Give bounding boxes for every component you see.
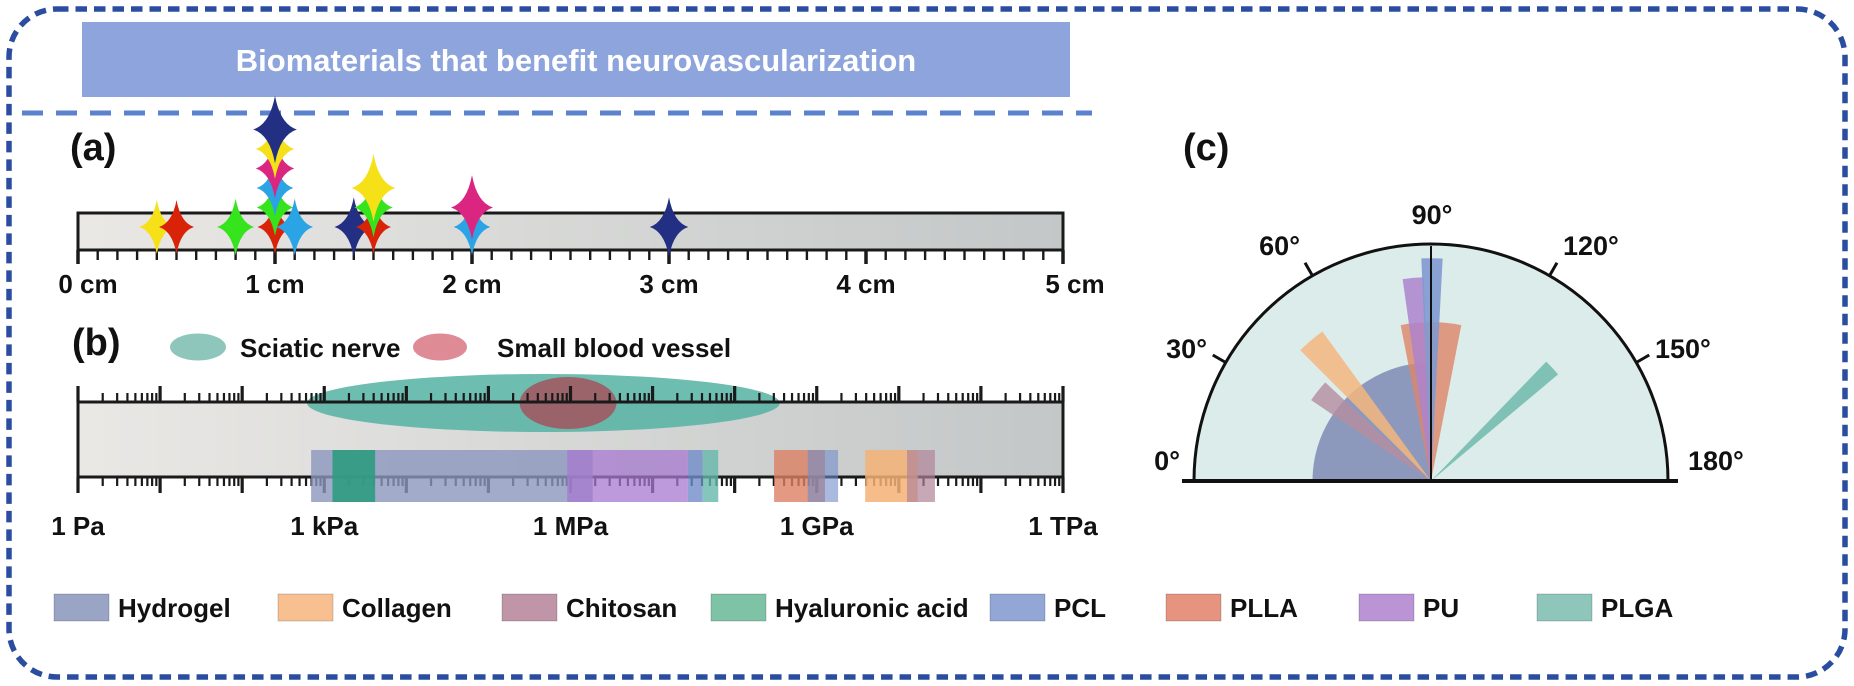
modulus-band-plga xyxy=(702,450,719,502)
dashed-border xyxy=(6,6,1848,680)
title-banner: Biomaterials that benefit neurovasculari… xyxy=(82,22,1070,97)
legend-item-label: PU xyxy=(1423,593,1459,623)
legend-swatch xyxy=(989,593,1046,622)
star-marker-cyan xyxy=(276,198,314,256)
legend-item-label: Chitosan xyxy=(566,593,677,623)
panel-b-modulus-ruler: (b) Sciatic nerve Small blood vessel 1 P… xyxy=(51,322,1098,541)
legend-item-label: Hyaluronic acid xyxy=(775,593,969,623)
legend-item-label: PLGA xyxy=(1601,593,1673,623)
star-marker-yellow xyxy=(351,154,396,222)
star-marker-magenta xyxy=(451,175,493,240)
star-marker-navy xyxy=(649,197,689,257)
polar-angle-label: 60° xyxy=(1259,231,1300,261)
legend-swatch xyxy=(53,593,110,622)
star-marker-navy xyxy=(334,197,374,257)
frame xyxy=(6,6,1848,680)
legend-swatch xyxy=(710,593,767,622)
legend-swatch xyxy=(1536,593,1593,622)
ruler-a-tick-label: 4 cm xyxy=(836,269,895,299)
legend-item-collagen: Collagen xyxy=(277,593,452,623)
ruler-b-tick-label: 1 Pa xyxy=(51,511,105,541)
panel-b-label: (b) xyxy=(72,322,121,364)
ruler-b-tick-label: 1 MPa xyxy=(533,511,609,541)
ruler-b-tick-label: 1 kPa xyxy=(290,511,358,541)
polar-angle-label: 180° xyxy=(1688,446,1744,476)
polar-angle-label: 30° xyxy=(1166,334,1207,364)
rose-wedge-chitosan xyxy=(1311,382,1431,481)
ruler-b-tick-label: 1 TPa xyxy=(1028,511,1098,541)
ruler-a-tick-label: 1 cm xyxy=(245,269,304,299)
panel-c-polar-plot: (c) 0° 30° 60° 90° 120° 150° 180° xyxy=(1154,127,1744,483)
legend-item-hyaluronic-acid: Hyaluronic acid xyxy=(710,593,969,623)
legend-swatch xyxy=(277,593,334,622)
star-marker-green xyxy=(217,198,254,256)
legend-swatch xyxy=(1165,593,1222,622)
legend-item-plga: PLGA xyxy=(1536,593,1673,623)
polar-angle-tick xyxy=(1635,353,1650,364)
legend-item-plla: PLLA xyxy=(1165,593,1298,623)
modulus-band-hyaluronic-acid xyxy=(332,450,376,502)
legend-swatch xyxy=(1358,593,1415,622)
polar-angle-tick xyxy=(1303,262,1314,277)
small-blood-vessel-legend-ellipse xyxy=(413,333,467,361)
polar-angle-tick xyxy=(1212,353,1227,364)
legend-item-label: PLLA xyxy=(1230,593,1298,623)
legend-item-hydrogel: Hydrogel xyxy=(53,593,231,623)
modulus-band-pcl xyxy=(687,450,703,502)
legend-swatch xyxy=(501,593,558,622)
modulus-band-pcl xyxy=(807,450,839,502)
star-marker-yellow xyxy=(139,200,175,254)
star-marker-navy xyxy=(253,95,297,164)
polar-angle-label: 90° xyxy=(1412,200,1453,230)
ruler-a-tick-label: 0 cm xyxy=(58,269,117,299)
panel-a-length-ruler: (a) 0 cm 1 cm 2 cm 3 cm 4 cm 5 cm xyxy=(58,95,1105,299)
panel-c-label: (c) xyxy=(1183,127,1229,169)
ruler-a-tick-label: 5 cm xyxy=(1045,269,1104,299)
polar-angle-label: 120° xyxy=(1563,231,1619,261)
legend-item-pu: PU xyxy=(1358,593,1459,623)
modulus-band-chitosan xyxy=(907,450,935,502)
polar-angle-label: 0° xyxy=(1154,446,1180,476)
modulus-band-pu xyxy=(567,450,688,502)
rose-wedge-hydrogel xyxy=(1312,362,1431,481)
materials-legend: Hydrogel Collagen Chitosan Hyaluronic acid P… xyxy=(53,593,1673,623)
star-marker-red xyxy=(159,200,194,254)
ruler-b-tick-label: 1 GPa xyxy=(780,511,854,541)
panel-a-label: (a) xyxy=(70,127,116,169)
legend-item-chitosan: Chitosan xyxy=(501,593,677,623)
title-banner-rect xyxy=(82,22,1070,97)
figure-title: Biomaterials that benefit neurovasculari… xyxy=(236,43,916,78)
legend-item-pcl: PCL xyxy=(989,593,1106,623)
rose-wedge-collagen xyxy=(1300,331,1431,481)
polar-angle-label: 150° xyxy=(1655,334,1711,364)
sciatic-nerve-legend-ellipse xyxy=(170,333,226,361)
ruler-a-tick-label: 2 cm xyxy=(442,269,501,299)
sciatic-nerve-legend-label: Sciatic nerve xyxy=(240,333,400,363)
rose-wedge-plga xyxy=(1431,361,1559,481)
rose-wedge-pu xyxy=(1402,277,1431,481)
ruler-a-tick-label: 3 cm xyxy=(639,269,698,299)
legend-item-label: Collagen xyxy=(342,593,452,623)
legend-item-label: Hydrogel xyxy=(118,593,231,623)
legend-item-label: PCL xyxy=(1054,593,1106,623)
polar-angle-tick xyxy=(1548,262,1559,277)
small-blood-vessel-legend-label: Small blood vessel xyxy=(497,333,731,363)
